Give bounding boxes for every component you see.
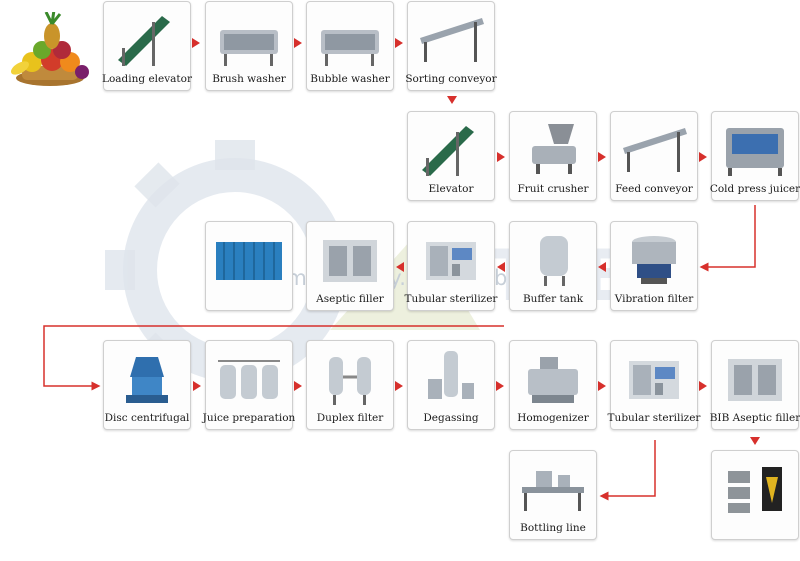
step-label: Feed conveyor bbox=[615, 183, 693, 195]
step-bubble-washer: Bubble washer bbox=[306, 1, 394, 91]
conveyor-icon bbox=[420, 18, 484, 62]
step-label: Tubular sterilizer bbox=[607, 412, 701, 424]
step-label: Fruit crusher bbox=[517, 183, 589, 195]
bags-icon bbox=[728, 467, 782, 513]
step-brush-washer: Brush washer bbox=[205, 1, 293, 91]
fruit-basket-image bbox=[10, 12, 89, 86]
filler-icon bbox=[728, 359, 782, 401]
elevator-icon bbox=[422, 126, 474, 176]
step-label: Duplex filter bbox=[316, 412, 384, 424]
step-label: Degassing bbox=[423, 412, 479, 424]
step-fruit-crusher: Fruit crusher bbox=[509, 111, 597, 201]
sterilizer-icon bbox=[426, 242, 476, 280]
step-bottling-line: Bottling line bbox=[509, 450, 597, 540]
step-label: Aseptic filler bbox=[316, 293, 384, 305]
step-bib-bags bbox=[711, 450, 799, 540]
step-label: Bottling line bbox=[520, 522, 586, 534]
step-label: Tubular sterilizer bbox=[404, 293, 498, 305]
duplex-icon bbox=[329, 357, 371, 405]
step-aseptic-filler: Aseptic filler bbox=[306, 221, 394, 311]
step-label: Brush washer bbox=[212, 73, 286, 85]
step-label: Buffer tank bbox=[522, 293, 584, 305]
step-loading-elevator: Loading elevator bbox=[102, 1, 192, 91]
step-bib-aseptic-filler: BIB Aseptic filler bbox=[710, 340, 800, 430]
step-label: Vibration filter bbox=[614, 293, 694, 305]
storage-icon bbox=[216, 242, 282, 280]
step-label: Juice preparation bbox=[202, 412, 296, 424]
step-disc-centrifugal: Disc centrifugal bbox=[103, 340, 191, 430]
step-homogenizer: Homogenizer bbox=[509, 340, 597, 430]
sterilizer-icon bbox=[629, 361, 679, 399]
step-label: Cold press juicer bbox=[709, 183, 800, 195]
step-label: Loading elevator bbox=[102, 73, 192, 85]
homogenizer-icon bbox=[528, 357, 578, 403]
step-tubular-sterilizer-1: Tubular sterilizer bbox=[405, 221, 497, 311]
step-duplex-filter: Duplex filter bbox=[306, 340, 394, 430]
filter-icon bbox=[632, 236, 676, 284]
washer-icon bbox=[321, 30, 379, 66]
step-cold-press-juicer: Cold press juicer bbox=[710, 111, 800, 201]
step-label: Disc centrifugal bbox=[104, 412, 190, 424]
step-elevator: Elevator bbox=[407, 111, 495, 201]
step-juice-preparation: Juice preparation bbox=[203, 340, 295, 430]
step-label: Bubble washer bbox=[310, 73, 390, 85]
centrifuge-icon bbox=[126, 357, 168, 403]
step-sorting-conveyor: Sorting conveyor bbox=[405, 1, 497, 91]
elevator-icon bbox=[118, 16, 170, 66]
step-label: BIB Aseptic filler bbox=[709, 412, 800, 424]
step-cold-storage bbox=[205, 221, 293, 311]
tanks-icon bbox=[218, 360, 280, 399]
washer-icon bbox=[220, 30, 278, 66]
crusher-icon bbox=[532, 124, 576, 174]
bottling-icon bbox=[522, 471, 584, 511]
press-icon bbox=[726, 128, 784, 176]
conveyor-icon bbox=[623, 128, 687, 172]
step-buffer-tank: Buffer tank bbox=[509, 221, 597, 311]
step-label: Sorting conveyor bbox=[405, 73, 497, 85]
step-degassing: Degassing bbox=[407, 340, 495, 430]
tank-icon bbox=[540, 236, 568, 286]
step-vibration-filter: Vibration filter bbox=[610, 221, 698, 311]
step-label: Homogenizer bbox=[517, 412, 589, 424]
step-label: Elevator bbox=[428, 183, 474, 195]
column-icon bbox=[428, 351, 474, 399]
step-feed-conveyor: Feed conveyor bbox=[610, 111, 698, 201]
step-tubular-sterilizer-2: Tubular sterilizer bbox=[608, 340, 700, 430]
filler-icon bbox=[323, 240, 377, 282]
